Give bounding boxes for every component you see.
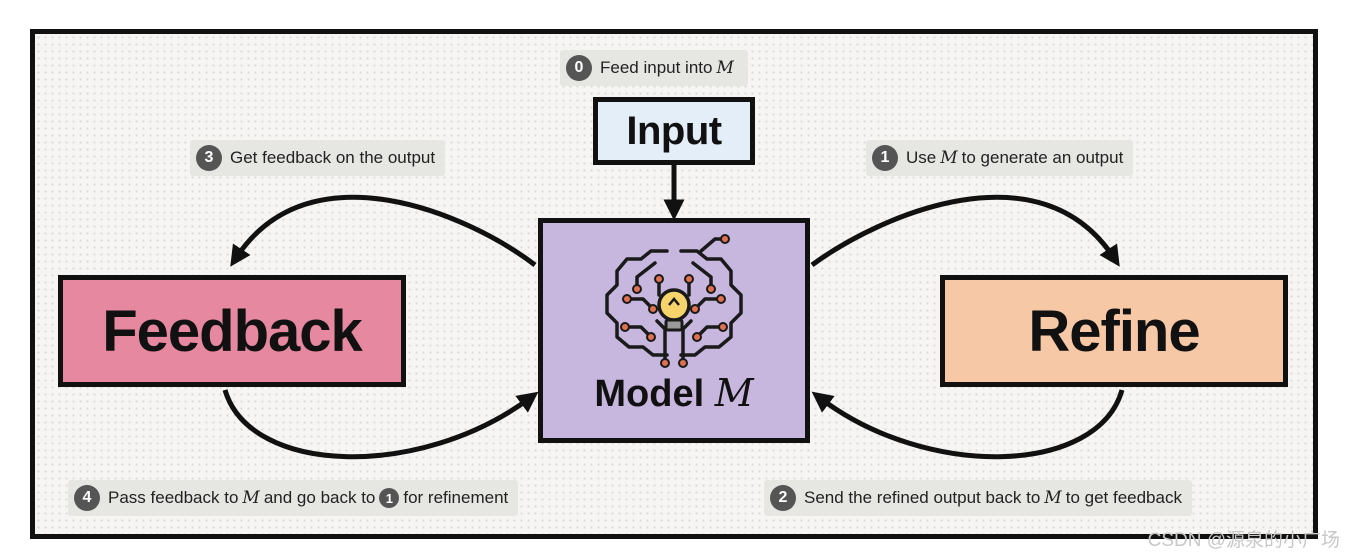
step-1-badge: 1 bbox=[872, 145, 898, 171]
model-symbol: M bbox=[714, 371, 754, 415]
step-2-text-after: to get feedback bbox=[1065, 488, 1182, 507]
step-1-label: 1 Use M to generate an output bbox=[866, 140, 1134, 176]
step-3-label: 3 Get feedback on the output bbox=[190, 140, 446, 176]
lightbulb-icon bbox=[657, 288, 691, 332]
step-0-badge: 0 bbox=[566, 55, 592, 81]
model-label-text: Model bbox=[594, 373, 705, 415]
step-4-label: 4 Pass feedback to M and go back to 1 fo… bbox=[68, 480, 519, 516]
brain-circuit-icon bbox=[605, 234, 743, 368]
step-4-text-before: Pass feedback to bbox=[108, 488, 239, 507]
step-1-text-after: to generate an output bbox=[961, 148, 1124, 167]
step-3-text: Get feedback on the output bbox=[230, 148, 436, 167]
step-2-symbol: M bbox=[1044, 488, 1062, 508]
refine-box-label: Refine bbox=[1028, 298, 1200, 364]
step-1-symbol: M bbox=[940, 148, 958, 168]
step-4-text-mid: and go back to bbox=[263, 488, 376, 507]
arrow-refine-to-model bbox=[811, 389, 1125, 460]
step-2-label: 2 Send the refined output back to M to g… bbox=[764, 480, 1192, 516]
model-label: Model M bbox=[543, 371, 805, 416]
refine-box: Refine bbox=[940, 275, 1288, 387]
arrow-model-to-refine bbox=[810, 194, 1120, 268]
feedback-box-label: Feedback bbox=[102, 298, 363, 364]
watermark: CSDN @源泉的小广场 bbox=[1147, 530, 1340, 551]
step-0-text: Feed input into bbox=[600, 58, 713, 77]
step-4-symbol: M bbox=[242, 488, 260, 508]
step-4-ref-badge: 1 bbox=[379, 488, 400, 508]
step-0-symbol: M bbox=[716, 58, 734, 78]
step-2-badge: 2 bbox=[770, 485, 796, 511]
step-4-text-after: for refinement bbox=[403, 488, 509, 507]
arrow-model-to-feedback bbox=[230, 194, 537, 267]
input-box: Input bbox=[593, 97, 755, 165]
step-0-label: 0 Feed input into M bbox=[560, 50, 748, 86]
arrow-feedback-to-model bbox=[222, 389, 539, 460]
step-4-badge: 4 bbox=[74, 485, 100, 511]
step-1-text-before: Use bbox=[906, 148, 937, 167]
feedback-box: Feedback bbox=[58, 275, 406, 387]
step-3-badge: 3 bbox=[196, 145, 222, 171]
model-box: Model M bbox=[538, 218, 810, 443]
step-2-text-before: Send the refined output back to bbox=[804, 488, 1041, 507]
input-box-label: Input bbox=[626, 108, 722, 153]
